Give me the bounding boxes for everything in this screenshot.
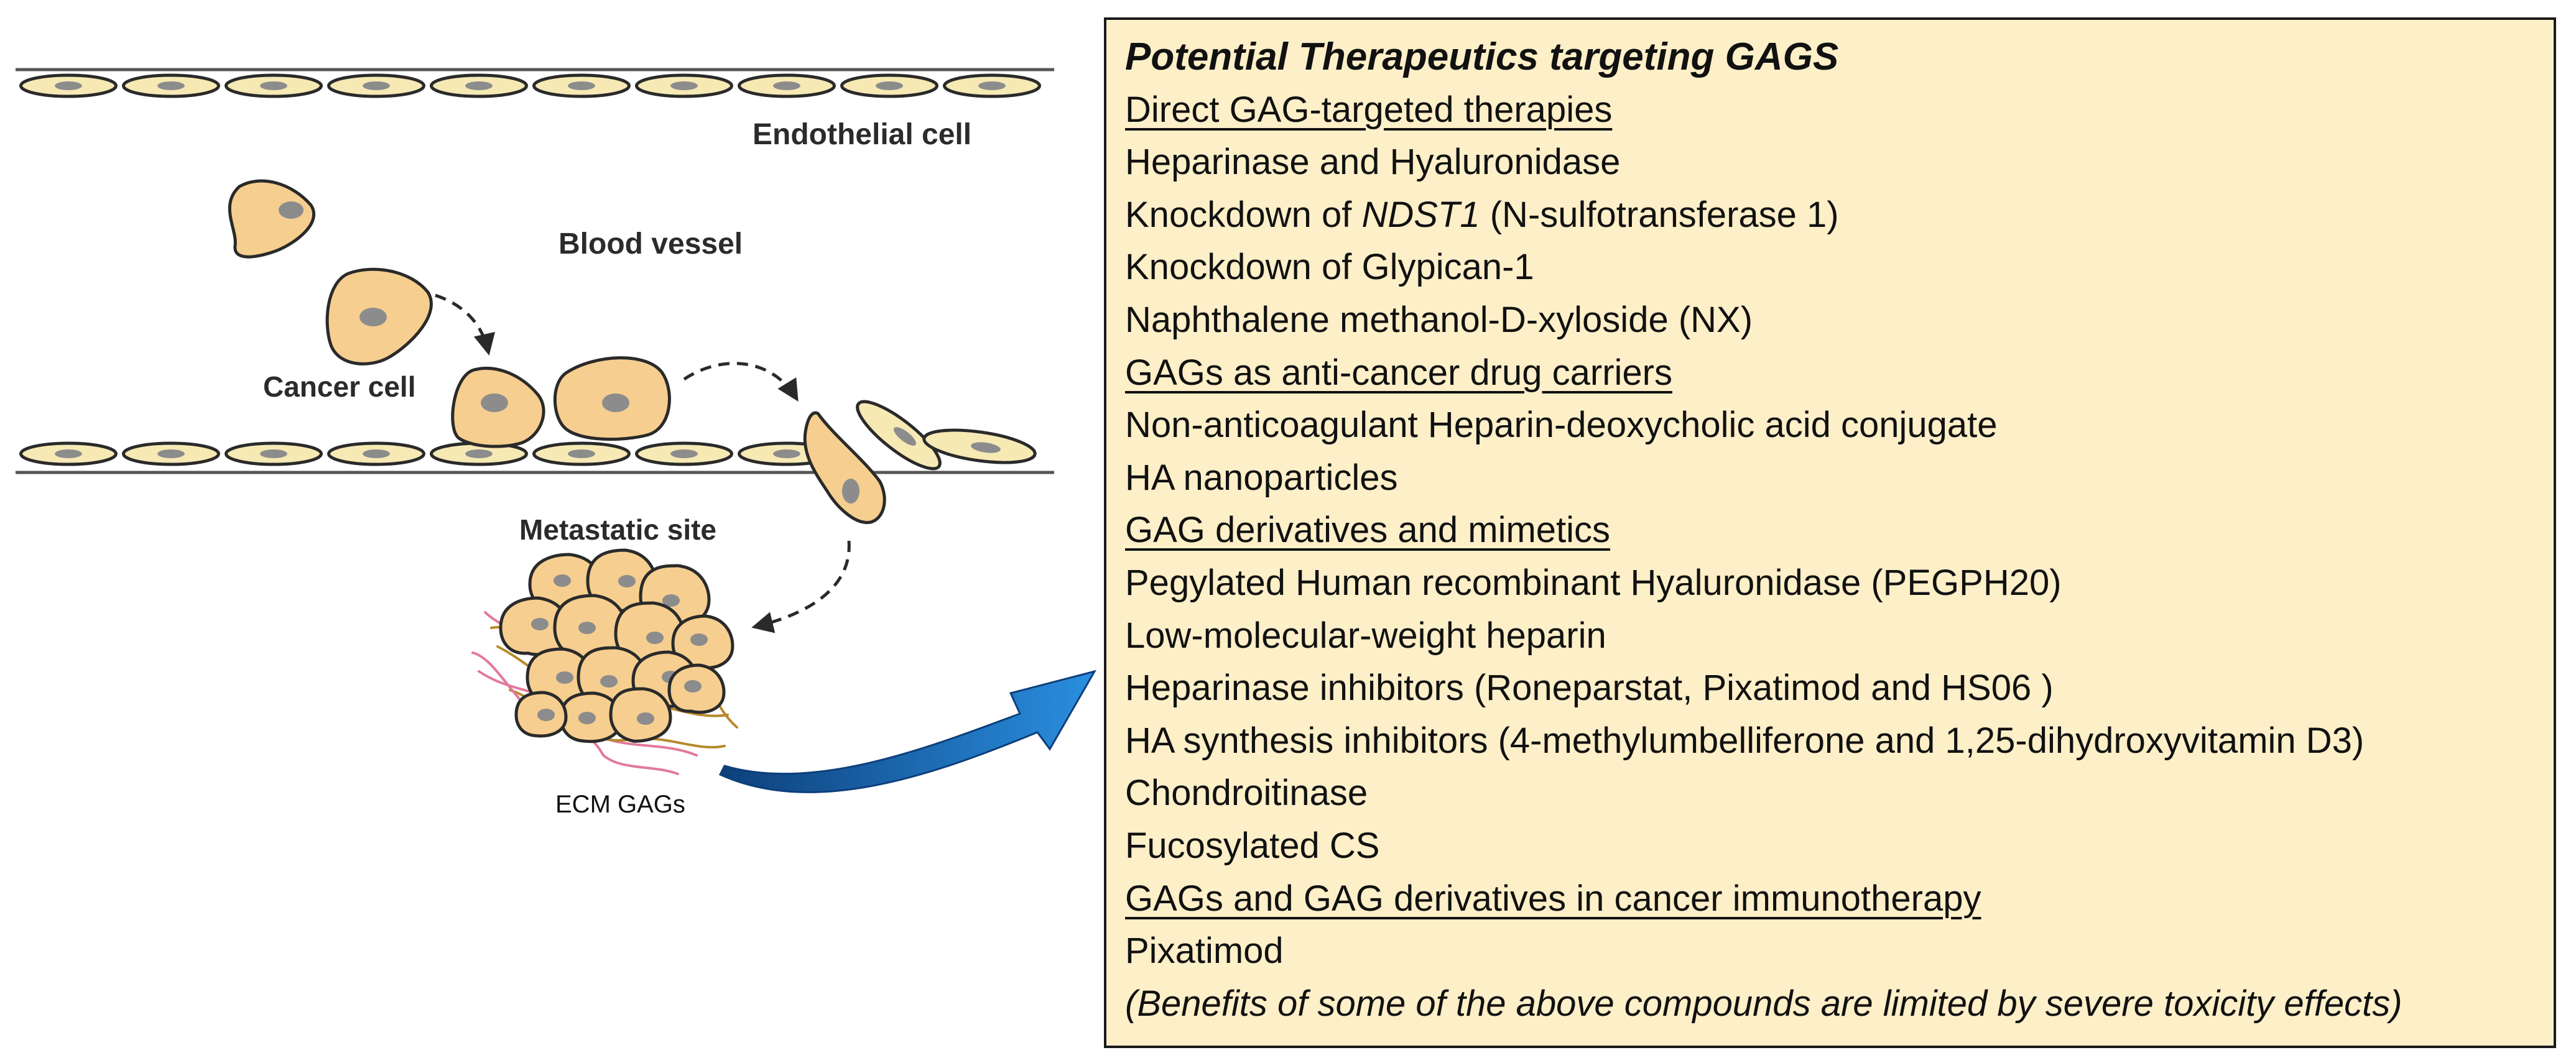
list-item: Knockdown of NDST1 (N-sulfotransferase 1… [1125, 189, 2535, 242]
endothelial-nucleus [876, 81, 903, 90]
list-item: Pixatimod [1125, 931, 1284, 972]
endothelial-nucleus [157, 81, 185, 90]
endothelial-nucleus [978, 81, 1006, 90]
tumor-cell-nucleus [662, 594, 680, 607]
endothelial-nucleus [55, 449, 82, 458]
migration-arrows [435, 293, 851, 633]
list-item: Knockdown of Glypican-1 [1125, 247, 1534, 288]
cancer-cell [325, 267, 433, 366]
list-item-suffix: (N-sulfotransferase 1) [1480, 194, 1839, 235]
list-item: Fucosylated CS [1125, 825, 1380, 866]
endothelial-nucleus [260, 81, 287, 90]
endothelial-nucleus [363, 449, 390, 458]
cancer-cell [228, 179, 316, 259]
blood-vessel-label: Blood vessel [558, 228, 743, 260]
endothelial-cell-tilted [922, 428, 1037, 464]
section-heading-immunotherapy: GAGs and GAG derivatives in cancer immun… [1125, 878, 1981, 919]
tumor-cell-nucleus [618, 575, 636, 587]
therapeutics-panel: Potential Therapeutics targeting GAGS Di… [1104, 17, 2556, 1048]
endothelial-cell-tilted [856, 400, 942, 471]
list-item: Heparinase inhibitors (Roneparstat, Pixa… [1125, 668, 2054, 709]
list-item: HA nanoparticles [1125, 457, 1398, 498]
tumor-cell-nucleus [578, 622, 596, 634]
tumor-cell-nucleus [646, 632, 664, 644]
endothelial-nucleus [568, 449, 595, 458]
list-item: Non-anticoagulant Heparin-deoxycholic ac… [1125, 405, 1998, 446]
section-heading-derivatives: GAG derivatives and mimetics [1125, 510, 1611, 551]
cancer-cell [451, 366, 545, 448]
endothelial-nucleus [465, 81, 493, 90]
tumor-cell-nucleus [531, 618, 549, 630]
toxicity-note: (Benefits of some of the above compounds… [1125, 983, 2402, 1024]
endothelial-nucleus [670, 81, 698, 90]
endothelial-nucleus [465, 449, 493, 458]
tumor-cell-nucleus [554, 574, 571, 587]
endothelial-nucleus [773, 81, 800, 90]
list-item: Heparinase and Hyaluronidase [1125, 142, 1621, 183]
gene-name: NDST1 [1361, 194, 1480, 235]
tumor-cell-nucleus [578, 712, 596, 724]
tumor-cell-nucleus [537, 709, 555, 721]
list-item: Chondroitinase [1125, 773, 1368, 814]
section-heading-carriers: GAGs as anti-cancer drug carriers [1125, 352, 1672, 393]
endothelial-nucleus [260, 449, 287, 458]
tumor-cell-nucleus [684, 680, 702, 693]
metastatic-tumor [499, 548, 734, 743]
endothelial-nucleus [363, 81, 390, 90]
endothelial-cell-label: Endothelial cell [753, 118, 971, 151]
endothelial-nucleus [568, 81, 595, 90]
ecm-gags-label: ECM GAGs [555, 791, 685, 818]
list-item: HA synthesis inhibitors (4-methylumbelli… [1125, 720, 2365, 761]
cancer-cell-label: Cancer cell [263, 370, 415, 403]
endothelial-nucleus [670, 449, 698, 458]
metastatic-site-label: Metastatic site [519, 513, 716, 546]
endothelial-nucleus [773, 449, 800, 458]
tumor-cell-nucleus [556, 671, 573, 684]
tumor-cell-nucleus [600, 675, 618, 688]
metastasis-illustration: Endothelial cell Blood vessel Cancer cel… [16, 68, 1097, 818]
lower-vessel-wall [16, 441, 1054, 474]
cancer-cell-extravasating [803, 411, 886, 524]
endothelial-nucleus [157, 449, 185, 458]
list-item: Low-molecular-weight heparin [1125, 615, 1606, 656]
list-item-prefix: Knockdown of [1125, 194, 1362, 235]
endothelial-cell-row-bottom [19, 441, 836, 466]
panel-title: Potential Therapeutics targeting GAGS [1125, 35, 1839, 78]
cancer-cell [553, 356, 671, 441]
upper-vessel-wall [16, 68, 1054, 98]
tumor-cell-nucleus [637, 712, 654, 725]
endothelial-nucleus [55, 81, 82, 90]
list-item: Pegylated Human recombinant Hyaluronidas… [1125, 562, 2062, 603]
tumor-cell-nucleus [690, 633, 708, 646]
curved-arrow-to-panel [718, 670, 1097, 793]
endothelial-cell-row-top [19, 73, 1041, 98]
section-heading-direct: Direct GAG-targeted therapies [1125, 89, 1613, 130]
list-item: Naphthalene methanol-D-xyloside (NX) [1125, 299, 1753, 340]
